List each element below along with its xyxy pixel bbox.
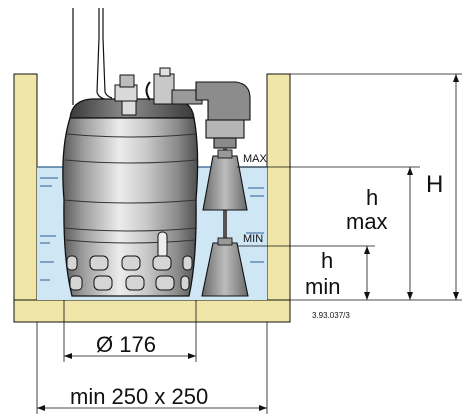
dimension-arrows [364, 74, 459, 300]
pump-fittings [114, 67, 203, 116]
bottom-dimension-arrows [37, 353, 267, 411]
pit-wall-right [266, 73, 291, 323]
pump-body-bands [63, 133, 198, 244]
dimension-lines [290, 73, 462, 301]
float-upper [202, 155, 248, 211]
diameter-label: Ø 176 [96, 332, 156, 357]
power-cables [72, 8, 113, 105]
water-ripples [40, 177, 264, 281]
h-min-word-label: min [305, 274, 340, 299]
float-upper-collar [217, 149, 233, 159]
bottom-dimension-lines [36, 300, 268, 414]
drawing-code: 3.93.037/3 [312, 311, 350, 320]
pit-size-label: min 250 x 250 [70, 384, 208, 409]
h-max-word-label: max [346, 209, 388, 234]
pit-floor [13, 299, 291, 323]
max-label: MAX [243, 153, 268, 165]
h-min-h-label: h [321, 248, 333, 273]
min-label: MIN [243, 233, 263, 245]
h-max-h-label: h [366, 185, 378, 210]
float-switch-head [195, 81, 251, 149]
H-label: H [426, 171, 443, 198]
float-lower-collar [217, 237, 233, 246]
pump-inlet-grille [66, 255, 193, 291]
pit-wall-left [13, 73, 38, 323]
pump-center-slot [157, 231, 168, 259]
